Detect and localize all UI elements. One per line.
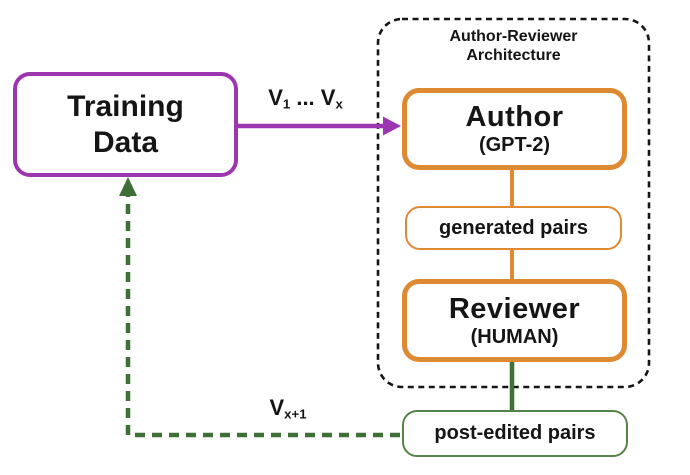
generated-pairs-box: generated pairs xyxy=(405,206,622,250)
feedback-arrowhead xyxy=(119,177,137,196)
author-box: Author (GPT-2) xyxy=(402,88,627,170)
architecture-title-line1: Author-Reviewer xyxy=(449,28,578,45)
author-subtitle: (GPT-2) xyxy=(478,134,551,156)
versions-in-label: V1 ... Vx xyxy=(268,85,343,112)
post-edited-pairs-box: post-edited pairs xyxy=(402,410,628,457)
reviewer-subtitle: (HUMAN) xyxy=(470,325,559,348)
reviewer-box: Reviewer (HUMAN) xyxy=(402,279,627,362)
training-data-box: Training Data xyxy=(13,72,238,177)
architecture-title: Author-Reviewer Architecture xyxy=(378,27,649,65)
feedback-dashed-arrow-line xyxy=(125,196,400,438)
version-next-label: Vx+1 xyxy=(269,395,307,422)
reviewer-title: Reviewer xyxy=(448,292,581,325)
training-to-author-arrowhead xyxy=(383,116,401,136)
post-edited-pairs-label: post-edited pairs xyxy=(434,422,596,444)
training-data-label-line1: Training xyxy=(67,89,184,123)
architecture-title-line2: Architecture xyxy=(466,47,561,64)
generated-pairs-label: generated pairs xyxy=(439,216,588,239)
author-title: Author xyxy=(465,101,564,133)
training-data-label-line2: Data xyxy=(92,125,159,159)
